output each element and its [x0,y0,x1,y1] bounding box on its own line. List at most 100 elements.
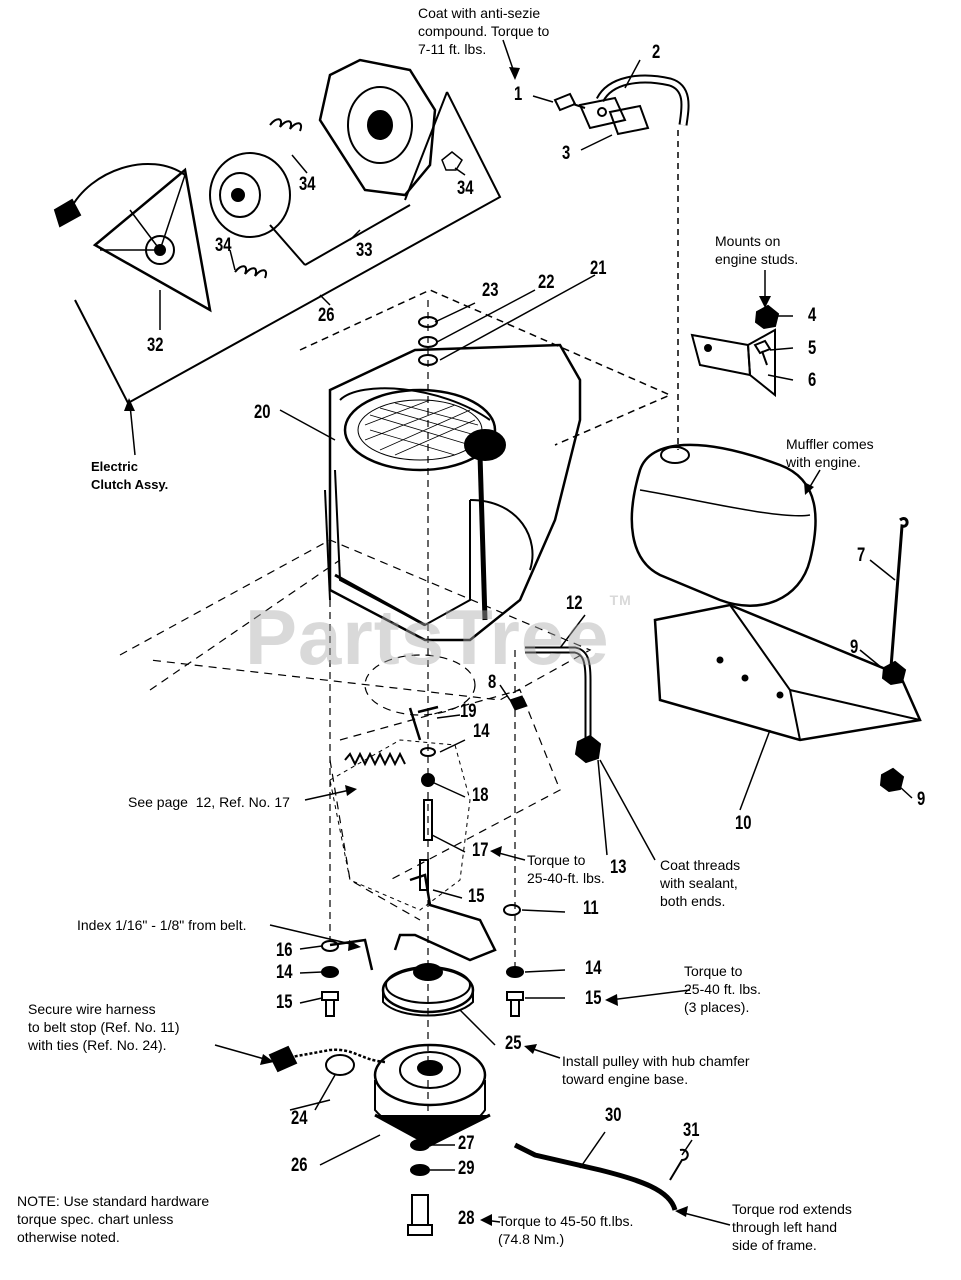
bolt-5 [753,339,772,366]
callout-26-top: 26 [318,305,335,326]
callout-15-mid: 15 [468,886,485,907]
washer-14-right [506,966,524,978]
callout-28: 28 [458,1208,475,1229]
bolt-28 [407,1194,433,1236]
callout-22: 22 [538,272,555,293]
callout-1: 1 [514,84,523,105]
bolt-8 [509,695,528,711]
idler-bracket [329,739,471,911]
callout-3: 3 [562,143,571,164]
callout-14-top: 14 [473,721,490,742]
spring-see-page-12 [344,751,406,767]
bolt-15-right [506,991,524,1017]
exhaust-elbow-2 [578,74,690,130]
muffler [630,130,817,607]
nut-9-top [881,660,907,686]
note-torque-15: Torque to 25-40 ft. lbs. (3 places). [684,963,762,1015]
nut-9-bottom [879,767,905,793]
washer-16 [321,940,339,952]
electric-clutch-26 [268,1043,491,1147]
callout-9a: 9 [850,637,859,658]
callout-21: 21 [590,258,607,279]
clutch-rotor [318,58,437,197]
bolt-17 [423,799,433,841]
washer-27 [410,1139,430,1151]
callout-16: 16 [276,940,293,961]
muffler-bracket-6 [690,328,776,398]
callout-25: 25 [505,1033,522,1054]
callout-18: 18 [472,785,489,806]
washer-29 [410,1164,430,1176]
washer-11 [503,904,521,916]
callout-5: 5 [808,338,817,359]
callout-2: 2 [652,42,661,63]
callout-27: 27 [458,1133,475,1154]
note-anti-seize: Coat with anti-sezie compound. Torque to… [418,5,550,57]
gasket-3 [608,104,650,136]
watermark-trademark: TM [609,592,632,608]
note-muffler: Muffler comes with engine. [786,436,874,470]
callout-29: 29 [458,1158,475,1179]
callout-14-left: 14 [276,962,293,983]
stud-19 [408,705,439,741]
callout-13: 13 [610,857,627,878]
note-mounts: Mounts on engine studs. [715,233,799,267]
callout-15-left: 15 [276,992,293,1013]
callout-11: 11 [583,898,599,919]
callout-26-bottom: 26 [291,1155,308,1176]
rod-7 [888,517,909,681]
note-hardware: NOTE: Use standard hardware torque spec.… [17,1193,210,1245]
bolt-15-left [321,991,339,1017]
note-secure-harness: Secure wire harness to belt stop (Ref. N… [28,1001,180,1053]
engine-20 [324,343,582,642]
callout-19: 19 [460,701,477,722]
callout-17: 17 [472,840,489,861]
note-index: Index 1/16" - 1/8" from belt. [77,917,247,933]
heat-shield-10 [653,603,922,742]
clutch-assembly-bracket [74,91,502,405]
note-torque-17: Torque to 25-40-ft. lbs. [527,852,605,886]
spring-34 [234,118,463,279]
callout-30: 30 [605,1105,622,1126]
torque-rod-30 [513,1142,678,1211]
arrow-heads [124,67,814,1226]
belt-stop-11 [393,873,497,962]
note-torque-rod: Torque rod extends through left hand sid… [732,1201,852,1253]
callout-10: 10 [735,813,752,834]
callout-7: 7 [857,545,866,566]
leader-lines [159,59,913,1171]
callout-4: 4 [808,305,817,326]
callout-6: 6 [808,370,817,391]
note-torque-28: Torque to 45-50 ft.lbs. (74.8 Nm.) [498,1213,634,1247]
washer-14-left [321,966,339,978]
frame-deck-dashed-outline [119,539,592,921]
engine-mount-dashed-outline [299,289,672,446]
wire-index-16 [329,938,374,971]
callout-33: 33 [356,240,373,261]
callout-12: 12 [566,593,583,614]
watermark-text: PartsTree [245,593,610,681]
fuel-line-12-inner [525,648,590,740]
center-lines [329,300,516,1120]
callout-34-right: 34 [457,178,474,199]
callout-14-right: 14 [585,958,602,979]
callout-23: 23 [482,280,499,301]
clutch-field-plate-32 [53,162,212,313]
callout-24: 24 [291,1108,308,1129]
clutch-armature-33 [209,152,411,266]
callout-31: 31 [683,1120,700,1141]
bolt-1 [553,92,586,112]
note-install-pulley: Install pulley with hub chamfer toward e… [562,1053,750,1087]
note-coat-threads: Coat threads with sealant, both ends. [660,857,741,909]
callout-8: 8 [488,672,497,693]
pulley-25 [381,963,475,1017]
note-clutch-assy: Electric Clutch Assy. [91,459,169,492]
callout-20: 20 [254,402,271,423]
callout-34-mid: 34 [299,174,316,195]
fitting-13 [574,734,602,764]
callout-15-right: 15 [585,988,602,1009]
arrow-lines [129,39,821,1226]
tie-24 [325,1054,355,1076]
hairpin-31 [669,1148,689,1181]
